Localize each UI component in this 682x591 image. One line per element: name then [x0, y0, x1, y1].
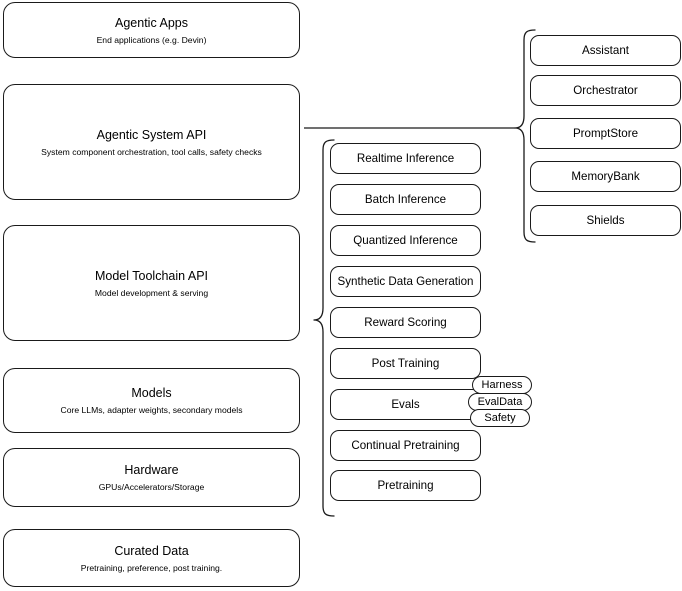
component-label: MemoryBank — [571, 169, 640, 183]
layer-title: Hardware — [124, 463, 179, 477]
capability-quantized-inference[interactable]: Quantized Inference — [330, 225, 481, 256]
component-label: Assistant — [581, 43, 630, 57]
layer-title: Agentic Apps — [115, 15, 188, 30]
layer-subtitle: System component orchestration, tool cal… — [41, 146, 262, 157]
layer-subtitle: Model development & serving — [94, 287, 209, 298]
eval-tag-label: Harness — [481, 379, 523, 391]
capability-continual-pretraining[interactable]: Continual Pretraining — [330, 430, 481, 461]
layer-title: Model Toolchain API — [94, 268, 209, 283]
capability-label: Quantized Inference — [353, 233, 458, 247]
capability-pretraining[interactable]: Pretraining — [330, 470, 481, 501]
capability-reward-scoring[interactable]: Reward Scoring — [330, 307, 481, 338]
layer-subtitle: Core LLMs, adapter weights, secondary mo… — [60, 405, 243, 415]
component-label: Shields — [586, 213, 625, 227]
layer-title: Agentic System API — [96, 127, 207, 142]
layer-model-toolchain-api[interactable]: Model Toolchain API Model development & … — [3, 225, 300, 341]
layer-models[interactable]: Models Core LLMs, adapter weights, secon… — [3, 368, 300, 433]
layer-title: Models — [131, 386, 172, 400]
capability-label: Pretraining — [377, 478, 434, 492]
component-orchestrator[interactable]: Orchestrator — [530, 75, 681, 106]
capability-post-training[interactable]: Post Training — [330, 348, 481, 379]
capability-batch-inference[interactable]: Batch Inference — [330, 184, 481, 215]
component-label: PromptStore — [572, 126, 639, 140]
layer-title: Curated Data — [114, 543, 189, 558]
capability-evals[interactable]: Evals — [330, 389, 481, 420]
eval-tag-harness[interactable]: Harness — [472, 376, 532, 394]
capability-realtime-inference[interactable]: Realtime Inference — [330, 143, 481, 174]
capability-label: Reward Scoring — [364, 315, 447, 329]
capability-label: Batch Inference — [364, 192, 447, 206]
layer-subtitle: GPUs/Accelerators/Storage — [98, 482, 205, 492]
capability-synthetic-data-generation[interactable]: Synthetic Data Generation — [330, 266, 481, 297]
component-assistant[interactable]: Assistant — [530, 35, 681, 66]
layer-curated-data[interactable]: Curated Data Pretraining, preference, po… — [3, 529, 300, 587]
component-memorybank[interactable]: MemoryBank — [530, 161, 681, 192]
layer-subtitle: End applications (e.g. Devin) — [96, 34, 207, 45]
component-shields[interactable]: Shields — [530, 205, 681, 236]
component-label: Orchestrator — [573, 83, 638, 97]
capability-label: Synthetic Data Generation — [337, 274, 474, 288]
component-promptstore[interactable]: PromptStore — [530, 118, 681, 149]
eval-tag-label: Safety — [484, 412, 516, 424]
layer-agentic-system-api[interactable]: Agentic System API System component orch… — [3, 84, 300, 200]
layer-subtitle: Pretraining, preference, post training. — [80, 562, 223, 573]
capability-label: Realtime Inference — [356, 151, 455, 165]
eval-tag-label: EvalData — [477, 396, 523, 408]
capability-label: Post Training — [371, 356, 440, 370]
layer-hardware[interactable]: Hardware GPUs/Accelerators/Storage — [3, 448, 300, 507]
eval-tag-safety[interactable]: Safety — [470, 409, 530, 427]
capability-label: Evals — [391, 397, 420, 411]
capability-label: Continual Pretraining — [351, 438, 460, 452]
layer-agentic-apps[interactable]: Agentic Apps End applications (e.g. Devi… — [3, 2, 300, 58]
